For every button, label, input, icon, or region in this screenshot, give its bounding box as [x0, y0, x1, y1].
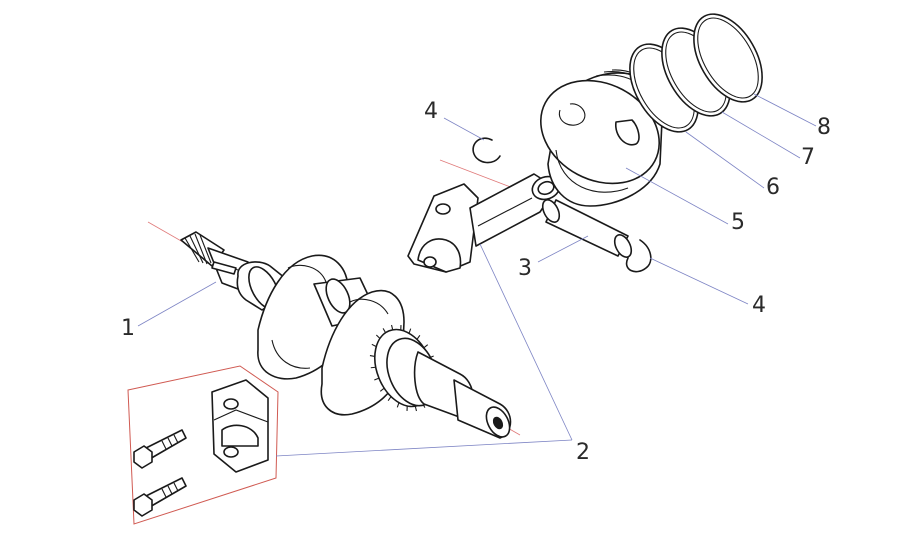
crankshaft [180, 231, 512, 439]
circlip-lower [625, 239, 652, 273]
gear-tooth [374, 377, 380, 381]
gear-tooth [382, 328, 387, 334]
kit-frame [127, 365, 279, 525]
gear-tooth [369, 354, 375, 357]
gear-tooth [416, 335, 421, 340]
leader-1 [137, 281, 217, 327]
cap-bolt-lower [133, 477, 187, 517]
connecting-rod [407, 173, 561, 273]
gear-tooth [414, 406, 417, 412]
leader-4-lower [649, 257, 749, 305]
callout-2: 2 [576, 440, 590, 465]
bearing-cap-kit [127, 365, 279, 525]
gear-tooth [408, 328, 412, 334]
callout-4-lower: 4 [752, 293, 766, 318]
gear-tooth [391, 324, 394, 330]
callout-7: 7 [801, 145, 815, 170]
leader-2-rod [479, 243, 573, 441]
callout-6: 6 [766, 175, 780, 200]
callout-3: 3 [518, 256, 532, 281]
leader-8 [753, 93, 817, 127]
gear-tooth [379, 387, 385, 392]
leader-6 [685, 131, 765, 189]
bearing-cap [211, 379, 269, 473]
gear-tooth [387, 396, 392, 401]
callout-labels: 1 2 3 4 4 5 6 7 8 [121, 99, 831, 465]
leader-lines [137, 93, 817, 457]
gear-tooth [371, 343, 377, 348]
leader-5 [625, 167, 729, 225]
gear-tooth [375, 334, 381, 339]
callout-1: 1 [121, 316, 135, 341]
piston-pin [541, 199, 633, 258]
leader-2-cap [275, 439, 573, 457]
gear-tooth [423, 344, 429, 349]
callout-8: 8 [817, 115, 831, 140]
cap-bolt-upper [133, 429, 187, 469]
ring-top [693, 13, 763, 103]
piston-rings [629, 13, 763, 133]
leader-4-upper [443, 117, 485, 141]
circlip-upper [472, 137, 501, 164]
leader-3 [537, 235, 589, 263]
callout-4-upper: 4 [424, 99, 438, 124]
callout-5: 5 [731, 210, 745, 235]
gear-tooth [396, 402, 400, 408]
leader-7 [721, 111, 801, 159]
